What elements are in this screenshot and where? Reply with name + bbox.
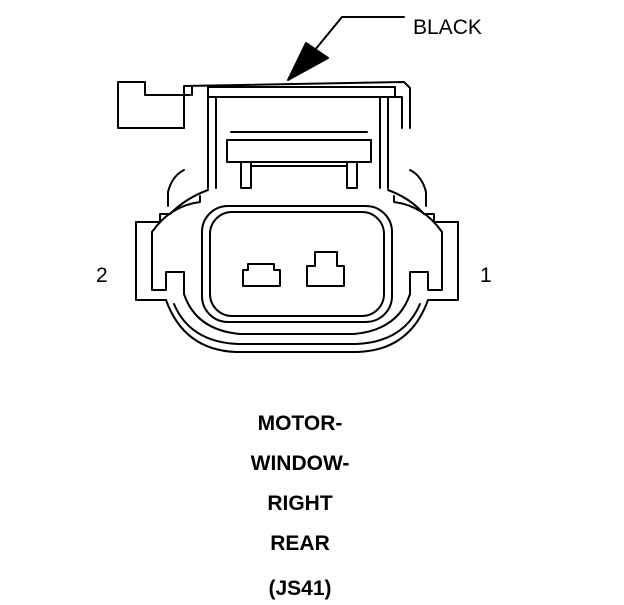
terminal-pin-2 <box>242 263 281 287</box>
connector-name-line-2: WINDOW- <box>250 452 350 475</box>
connector-name-line-4: REAR <box>270 532 330 555</box>
housing-top <box>183 81 411 189</box>
wire-color-label: BLACK <box>413 16 482 39</box>
pin-2-label: 2 <box>96 264 108 287</box>
connector-name-line-3: RIGHT <box>267 492 333 515</box>
connector-name-line-1: MOTOR- <box>257 412 343 435</box>
connector-code: (JS41) <box>268 577 332 600</box>
pin-cavity <box>201 205 393 323</box>
leader-arrow <box>287 16 405 81</box>
latch-tab <box>117 81 191 129</box>
housing-body <box>135 169 459 353</box>
pin-1-label: 1 <box>480 264 492 287</box>
terminal-pin-1 <box>306 251 345 287</box>
